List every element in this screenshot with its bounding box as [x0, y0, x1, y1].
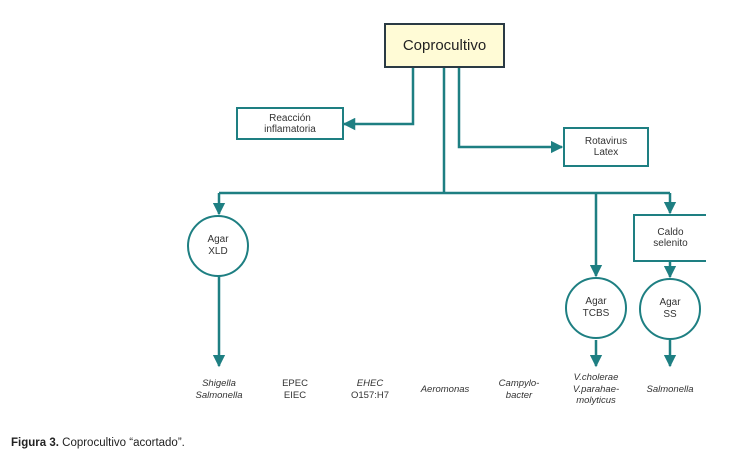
leaf-shigella: Shigella	[202, 378, 236, 389]
node-reaccion-line2: inflamatoria	[264, 123, 316, 135]
leaf-vcholerae: V.cholerae	[573, 372, 619, 383]
agar-xld-line2: XLD	[208, 246, 228, 257]
agar-tcbs-line2: TCBS	[582, 308, 610, 319]
leaf-ehec-name: EHEC	[356, 378, 384, 389]
leaf-epec-eiec: EPEC EIEC	[270, 378, 320, 401]
node-reaccion-line1: Reacción	[269, 112, 311, 124]
leaf-vibrio: V.cholerae V.parahae- molyticus	[560, 372, 632, 407]
node-agar-tcbs: Agar TCBS	[565, 277, 627, 339]
leaf-aeromonas-name: Aeromonas	[420, 384, 470, 395]
node-agar-xld: Agar XLD	[187, 215, 249, 277]
edge-root-reaccion	[342, 68, 415, 131]
node-rotavirus-line1: Rotavirus	[584, 136, 628, 147]
figure-caption: Figura 3. Coprocultivo “acortado”.	[11, 437, 185, 449]
root-label: Coprocultivo	[402, 37, 487, 54]
agar-ss-line2: SS	[663, 309, 677, 320]
leaf-aeromonas: Aeromonas	[410, 384, 480, 396]
node-rotavirus-line2: Latex	[593, 147, 619, 158]
leaf-bacter: bacter	[505, 389, 533, 401]
node-reaccion-inflamatoria: Reacción inflamatoria	[236, 107, 344, 140]
leaf-salmonella-xld: Salmonella	[195, 389, 243, 401]
node-caldo-line2: selenito	[653, 238, 688, 249]
leaf-molyticus: molyticus	[576, 395, 616, 406]
leaf-ehec: EHEC O157:H7	[340, 378, 400, 401]
caption-text: Coprocultivo “acortado”.	[58, 437, 185, 449]
leaf-campylobacter: Campylo- bacter	[490, 378, 548, 401]
root-node-coprocultivo: Coprocultivo	[384, 23, 505, 68]
leaf-shigella-salmonella: Shigella Salmonella	[182, 378, 256, 401]
agar-tcbs-line1: Agar	[585, 296, 607, 307]
leaf-ehec-serotype: O157:H7	[350, 389, 390, 401]
node-rotavirus-latex: Rotavirus Latex	[563, 127, 649, 167]
caption-label: Figura 3.	[11, 437, 59, 449]
leaf-eiec: EIEC	[283, 389, 307, 401]
leaf-salmonella-ss: Salmonella	[636, 384, 704, 396]
edge-root-rotavirus	[457, 68, 564, 154]
leaf-vparahae: V.parahae-	[572, 383, 620, 395]
leaf-salmonella-name: Salmonella	[646, 384, 694, 395]
node-caldo-selenito: Caldo selenito	[633, 214, 706, 262]
node-agar-ss: Agar SS	[639, 278, 701, 340]
leaf-epec: EPEC	[282, 378, 308, 389]
agar-xld-line1: Agar	[207, 234, 229, 245]
agar-ss-line1: Agar	[659, 297, 681, 308]
node-caldo-line1: Caldo	[657, 227, 684, 238]
leaf-campylo: Campylo-	[498, 378, 540, 389]
